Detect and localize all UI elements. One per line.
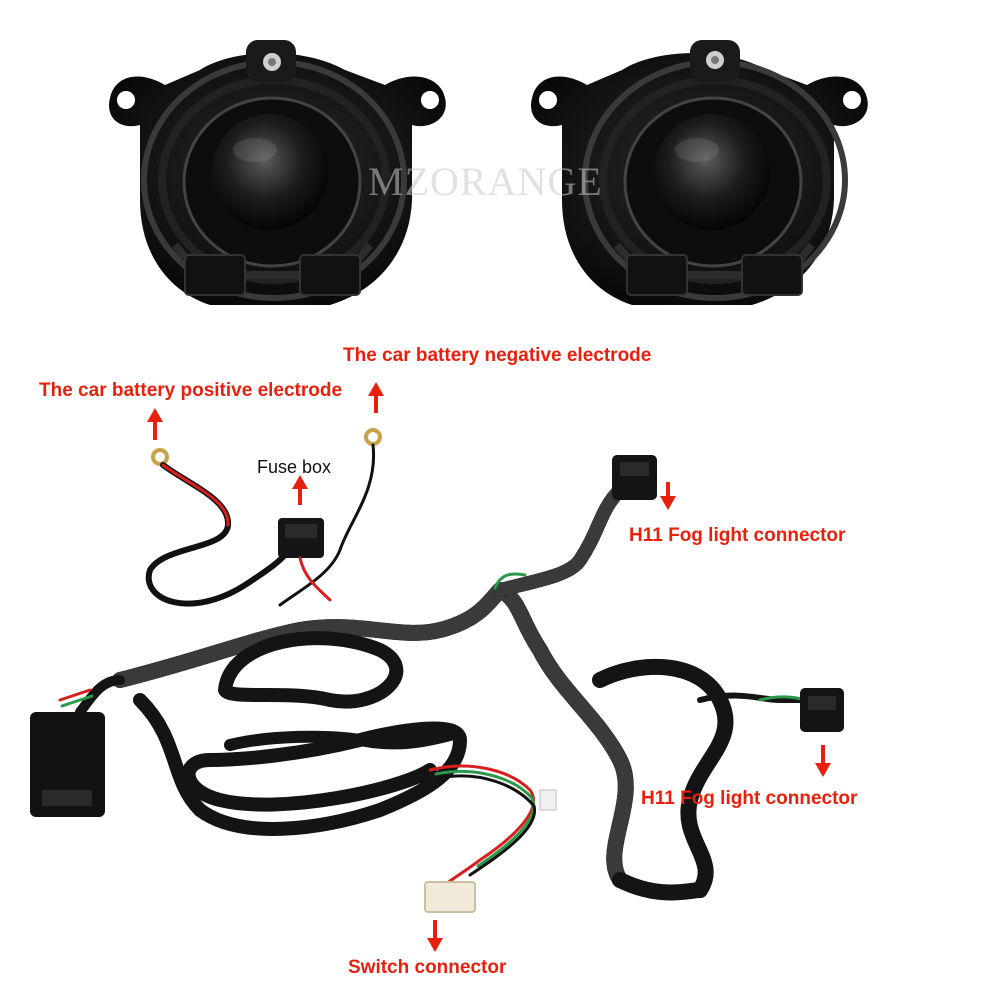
label-fog-connector-right: H11 Fog light connector — [641, 788, 858, 809]
arrow-down-fog-right-icon — [815, 745, 831, 777]
fog-lamp-right — [531, 40, 868, 305]
arrow-down-switch-icon — [427, 920, 443, 952]
label-fuse-box: Fuse box — [257, 457, 332, 477]
arrow-up-negative-icon — [368, 382, 384, 413]
label-battery-negative: The car battery negative electrode — [343, 345, 652, 366]
arrow-up-positive-icon — [147, 408, 163, 440]
annotation-arrows — [147, 382, 831, 952]
label-switch-connector: Switch connector — [348, 957, 507, 978]
label-fog-connector-top: H11 Fog light connector — [629, 525, 846, 546]
arrow-down-fog-top-icon — [660, 482, 676, 510]
wiring-harness — [30, 428, 844, 913]
fog-lamp-left — [109, 40, 446, 305]
arrow-up-fuse-icon — [292, 475, 308, 505]
watermark-text: MZORANGE — [368, 159, 603, 204]
label-battery-positive: The car battery positive electrode — [39, 380, 343, 401]
